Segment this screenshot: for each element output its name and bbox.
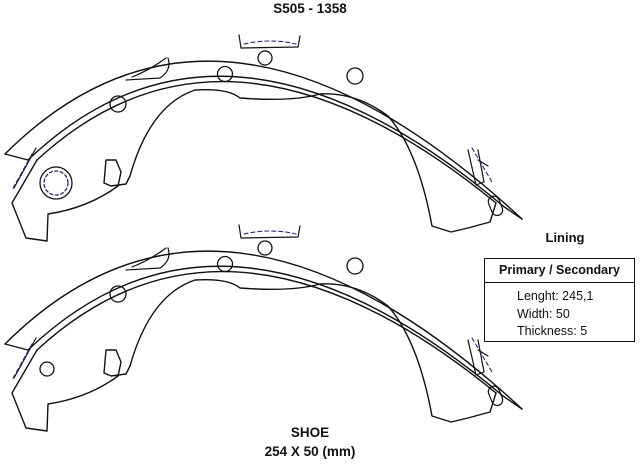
shoe-caption-title: SHOE bbox=[290, 425, 330, 440]
shoe-caption-size: 254 X 50 (mm) bbox=[264, 444, 356, 459]
lining-title: Lining bbox=[545, 230, 585, 245]
spec-width: Width: 50 bbox=[517, 306, 570, 321]
part-number-title: S505 - 1358 bbox=[273, 1, 347, 16]
spec-length: Lenght: 245,1 bbox=[517, 289, 594, 303]
lining-spec-table: Primary / Secondary Lenght: 245,1 Width:… bbox=[484, 258, 635, 342]
adjuster-pin bbox=[39, 166, 73, 200]
lining-spec-header: Primary / Secondary bbox=[485, 259, 634, 283]
lining-spec-body: Lenght: 245,1 Width: 50 Thickness: 5 bbox=[485, 283, 634, 341]
lower-shoe-hole bbox=[39, 361, 55, 377]
spec-thickness: Thickness: 5 bbox=[517, 324, 588, 338]
